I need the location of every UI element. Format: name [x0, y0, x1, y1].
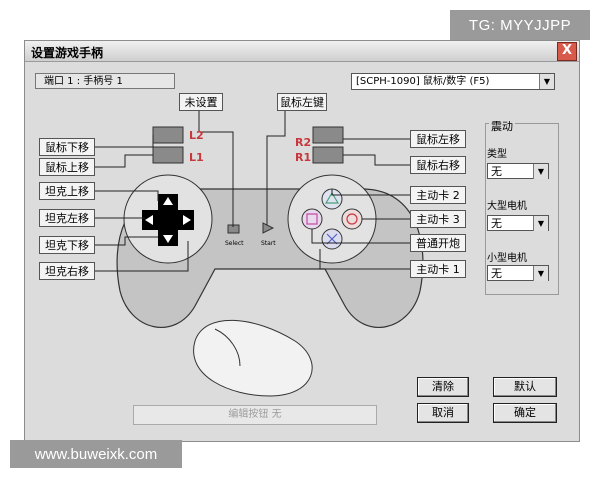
dpad-icon	[142, 194, 194, 246]
l1-shoulder-button	[152, 146, 184, 164]
r1-caption: R1	[295, 151, 312, 164]
rumble-type-label: 类型	[487, 149, 507, 160]
rumble-title: 震动	[489, 118, 515, 134]
mapping-r2[interactable]: 鼠标左移	[410, 130, 466, 148]
mapping-l2[interactable]: 鼠标下移	[39, 138, 95, 156]
circle-icon	[346, 213, 358, 225]
circle-button	[341, 208, 363, 230]
rumble-large-motor-value: 无	[491, 217, 502, 230]
right-leader-lines	[311, 138, 410, 270]
mouse-illustration	[193, 319, 313, 397]
mapping-dpad-left[interactable]: 坦克左移	[39, 209, 95, 227]
dpad-down-arrow	[163, 235, 173, 243]
watermark-top: TG: MYYJJPP	[450, 10, 590, 40]
gamepad-settings-window: 设置游戏手柄 X 端口 1 : 手柄号 1 [SCPH-1090] 鼠标/数字 …	[24, 40, 580, 442]
window-title: 设置游戏手柄	[31, 46, 104, 60]
chevron-down-icon[interactable]: ▼	[539, 74, 554, 89]
rumble-group	[485, 123, 559, 295]
mapping-l1[interactable]: 鼠标上移	[39, 158, 95, 176]
mapping-r1[interactable]: 鼠标右移	[410, 156, 466, 174]
dpad-up-arrow	[163, 197, 173, 205]
mapping-triangle[interactable]: 主动卡 2	[410, 186, 466, 204]
triangle-icon	[324, 191, 340, 204]
l2-shoulder-button	[152, 126, 184, 144]
r2-shoulder-button	[312, 126, 344, 144]
l1-caption: L1	[189, 151, 204, 164]
mouse-left-button-label[interactable]: 鼠标左键	[277, 93, 327, 111]
chevron-down-icon[interactable]: ▼	[533, 164, 548, 179]
mapping-dpad-right[interactable]: 坦克右移	[39, 262, 95, 280]
chevron-down-icon[interactable]: ▼	[533, 266, 548, 281]
controller-type-value: [SCPH-1090] 鼠标/数字 (F5)	[356, 76, 490, 87]
r1-shoulder-button	[312, 146, 344, 164]
unset-label[interactable]: 未设置	[179, 93, 223, 111]
square-button	[301, 208, 323, 230]
mapping-dpad-down[interactable]: 坦克下移	[39, 236, 95, 254]
default-button[interactable]: 默认	[493, 377, 557, 397]
ok-button[interactable]: 确定	[493, 403, 557, 423]
rumble-type-select[interactable]: 无 ▼	[487, 163, 549, 179]
select-caption: Select	[225, 240, 244, 247]
controller-type-select[interactable]: [SCPH-1090] 鼠标/数字 (F5) ▼	[351, 73, 555, 90]
port-indicator: 端口 1 : 手柄号 1	[35, 73, 175, 89]
clear-button[interactable]: 清除	[417, 377, 469, 397]
chevron-down-icon[interactable]: ▼	[533, 216, 548, 231]
gamepad-illustration: Select Start	[95, 109, 424, 397]
mouse-button-divider	[214, 328, 241, 367]
start-caption: Start	[261, 240, 276, 247]
watermark-bottom: www.buweixk.com	[10, 440, 182, 468]
cross-icon	[326, 233, 338, 245]
left-leader-lines	[95, 109, 286, 272]
rumble-small-motor-select[interactable]: 无 ▼	[487, 265, 549, 281]
status-bar: 编辑按钮 无	[133, 405, 377, 425]
rumble-small-motor-label: 小型电机	[487, 253, 527, 264]
rumble-small-motor-value: 无	[491, 267, 502, 280]
square-icon	[306, 213, 318, 225]
dpad-left-arrow	[145, 215, 153, 225]
mapping-dpad-up[interactable]: 坦克上移	[39, 182, 95, 200]
title-bar[interactable]: 设置游戏手柄 X	[25, 41, 579, 62]
cancel-button[interactable]: 取消	[417, 403, 469, 423]
rumble-large-motor-select[interactable]: 无 ▼	[487, 215, 549, 231]
dpad-right-arrow	[183, 215, 191, 225]
close-button[interactable]: X	[557, 42, 577, 61]
start-button	[262, 222, 275, 234]
r2-caption: R2	[295, 136, 312, 149]
rumble-large-motor-label: 大型电机	[487, 201, 527, 212]
mapping-cross[interactable]: 主动卡 1	[410, 260, 466, 278]
mapping-circle[interactable]: 主动卡 3	[410, 210, 466, 228]
l2-caption: L2	[189, 129, 204, 142]
rumble-type-value: 无	[491, 165, 502, 178]
mapping-square[interactable]: 普通开炮	[410, 234, 466, 252]
